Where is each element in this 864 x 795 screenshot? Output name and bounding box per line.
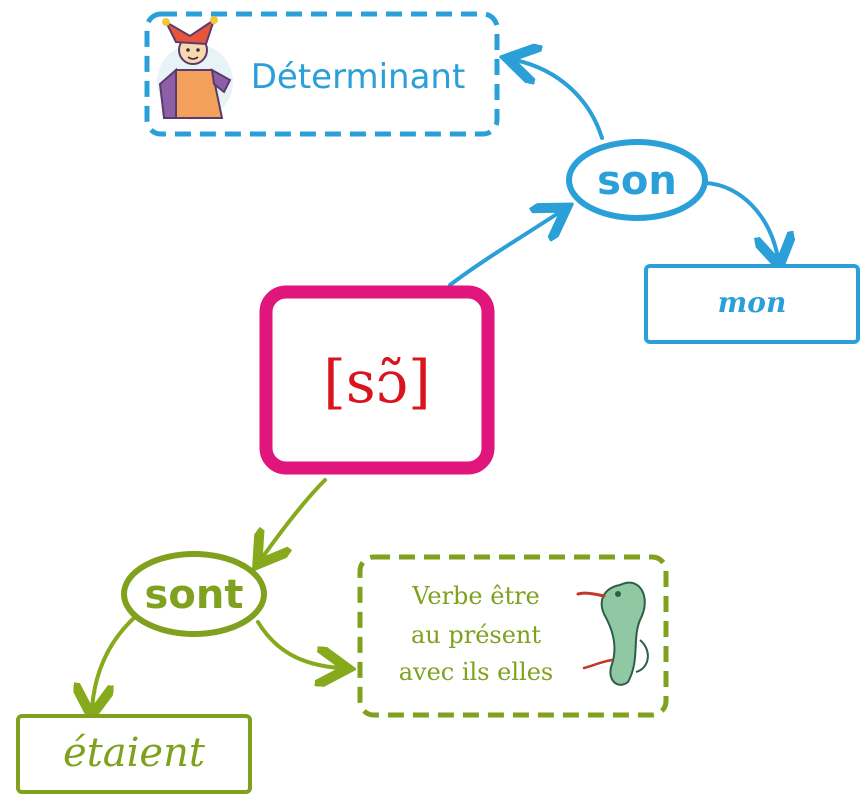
verb-def-line-2: au présent <box>411 621 541 649</box>
determinant-label: Déterminant <box>251 57 466 97</box>
mon-label: mon <box>718 286 787 319</box>
sont-label: sont <box>145 572 244 618</box>
mon-box: mon <box>644 264 860 344</box>
son-label: son <box>597 158 677 204</box>
connector-center-to-sont <box>262 478 327 558</box>
verb-def-line-1: Verbe être <box>411 582 540 610</box>
connector-sont-to-etaient <box>92 615 137 708</box>
verb-def-line-3: avec ils elles <box>399 658 554 686</box>
connector-sont-to-verb-box <box>256 620 340 668</box>
sont-node: sont <box>121 551 267 637</box>
jester-puppet-icon <box>157 16 233 120</box>
connector-center-to-son <box>448 212 560 287</box>
connector-son-to-determinant <box>515 60 604 140</box>
chameleon-icon <box>576 581 649 686</box>
verb-definition-box: Verbe être au présent avec ils elles <box>357 554 669 718</box>
etaient-label: étaient <box>63 730 206 776</box>
determinant-box: Déterminant <box>144 11 500 137</box>
son-node: son <box>566 139 708 221</box>
center-phoneme-box: [sɔ̃] <box>259 285 495 475</box>
etaient-box: étaient <box>16 714 252 794</box>
connector-son-to-mon <box>704 181 778 258</box>
center-phoneme-label: [sɔ̃] <box>323 348 431 416</box>
